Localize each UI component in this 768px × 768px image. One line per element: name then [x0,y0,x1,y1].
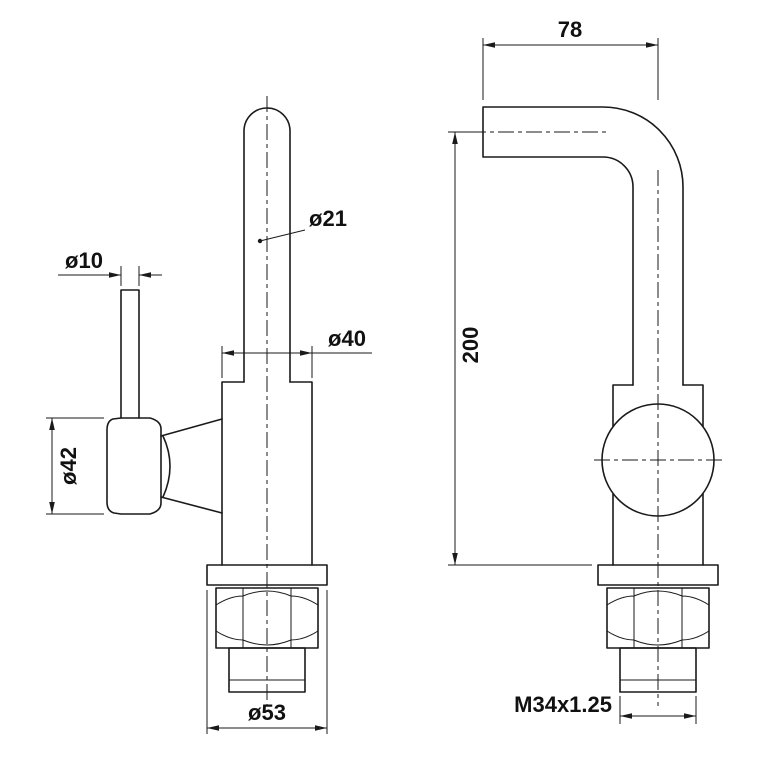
left-view [106,96,328,706]
spout-bend-outline [482,106,684,386]
dim-label-handle-rod-diameter: ø10 [65,248,103,273]
dim-d40-arrow-right [300,350,312,356]
dim-d40-arrow-left [222,350,234,356]
dim-thread-extensions [619,696,697,724]
body-outline-right [612,384,704,566]
dim-thread-arrow-right [684,713,696,719]
dim-d21-leader-dot [257,238,263,244]
handle-base [106,417,162,515]
dim-d10-extensions [120,266,140,286]
dim-label-handle-diameter: ø42 [56,447,81,485]
dim-d40-extensions [221,346,313,378]
dim-label-thread-spec: M34x1.25 [514,692,612,717]
dimensions-right: 78 200 M34x1.25 [448,17,697,724]
hex-nut-facets [215,588,319,648]
dim-d42-extensions [46,417,104,515]
dim-label-body-diameter: ø40 [328,326,366,351]
dim-label-base-diameter: ø53 [248,700,286,725]
dim-200-arrow-top [452,132,458,144]
dimensions-left: ø10 ø21 ø40 ø42 ø53 [46,206,372,734]
dim-d42-arrow-bottom [49,502,55,514]
body-outline [221,381,313,566]
dim-78-arrow-right [646,42,658,48]
dim-d42-arrow-top [49,418,55,430]
dim-label-spout-diameter: ø21 [309,206,347,231]
right-view [470,106,722,706]
dim-d53-extensions [206,590,328,734]
handle-rod [120,289,140,419]
dim-label-spout-reach: 78 [558,17,582,42]
dim-200-extensions [448,131,592,566]
dim-d53-arrow-left [207,725,219,731]
handle-horn [160,418,223,514]
dim-thread-arrow-left [620,713,632,719]
dim-d21-leader [259,229,306,242]
dim-d10-arrow-left [109,272,121,278]
dim-78-extensions [482,38,659,100]
dim-200-arrow-bottom [452,553,458,565]
dim-78-arrow-left [483,42,495,48]
dim-d10-arrow-right [139,272,151,278]
dim-label-total-height: 200 [458,327,483,364]
dim-d53-arrow-right [315,725,327,731]
